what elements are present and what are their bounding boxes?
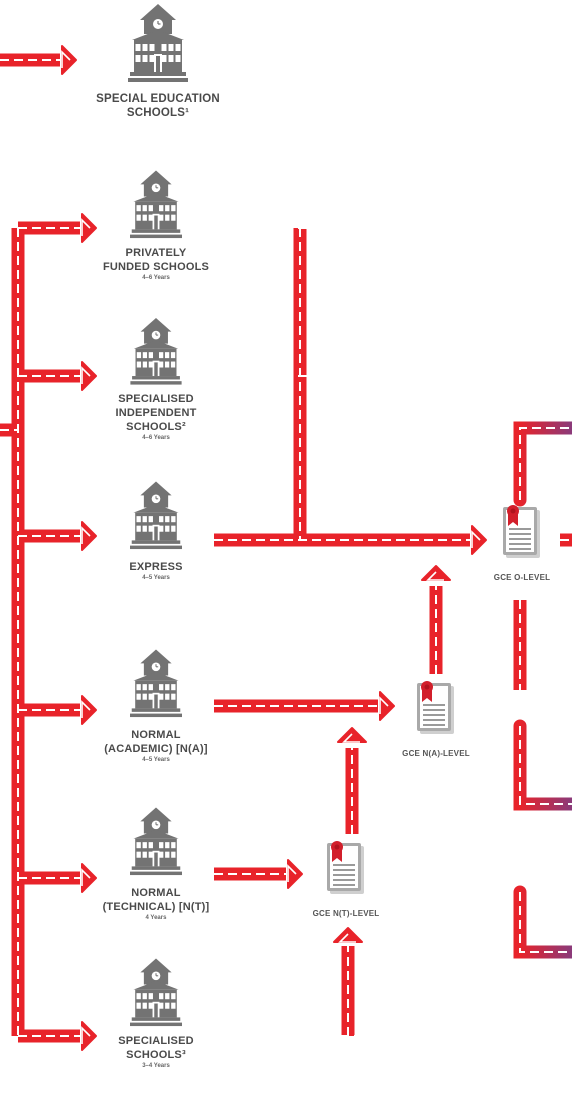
- road-segment: [513, 421, 572, 507]
- node-normal-technical: NORMAL (TECHNICAL) [N(T)] 4 Years: [100, 804, 212, 922]
- duration-label: 4–6 Years: [142, 275, 170, 281]
- arrow-outline: [81, 1026, 91, 1044]
- duration-label: 4 Years: [145, 915, 167, 921]
- duration-label: 4–5 Years: [142, 575, 170, 581]
- certificate-icon: [414, 678, 458, 745]
- school-icon: [128, 4, 188, 86]
- certificate-label: GCE O-LEVEL: [493, 573, 551, 582]
- road-dash: [519, 892, 572, 953]
- node-gce-nt-level: GCE N(T)-LEVEL: [300, 838, 392, 918]
- label-line: (TECHNICAL) [N(T)]: [102, 901, 210, 913]
- school-icon: [130, 170, 182, 242]
- label-line: (ACADEMIC) [N(A)]: [104, 743, 208, 755]
- arrow-outline: [338, 933, 356, 943]
- arrow-outline: [379, 696, 389, 714]
- arrow-outline: [81, 868, 91, 886]
- certificate-label: GCE N(A)-LEVEL: [402, 749, 470, 758]
- label-line: INDEPENDENT: [115, 407, 197, 419]
- node-specialised-independent-schools: SPECIALISED INDEPENDENT SCHOOLS² 4–6 Yea…: [100, 318, 212, 442]
- arrow-outline: [81, 366, 91, 384]
- node-privately-funded-schools: PRIVATELY FUNDED SCHOOLS 4–6 Years: [100, 170, 212, 282]
- label-line: SCHOOLS³: [126, 1049, 186, 1061]
- road-dash: [519, 726, 572, 805]
- duration-label: 3–4 Years: [142, 1063, 170, 1069]
- arrow-outline: [81, 700, 91, 718]
- label-line: FUNDED SCHOOLS: [102, 261, 210, 273]
- label-line: NORMAL: [131, 729, 181, 741]
- node-gce-o-level: GCE O-LEVEL: [482, 502, 562, 582]
- arrow-outline: [61, 50, 71, 68]
- road-segment: [513, 719, 572, 811]
- label-line: SCHOOLS¹: [126, 107, 190, 119]
- duration-label: 4–5 Years: [142, 757, 170, 763]
- arrow-outline: [342, 733, 360, 743]
- arrow-outline: [287, 864, 297, 882]
- label-line: SPECIALISED: [118, 1035, 194, 1047]
- label-line: EXPRESS: [129, 561, 183, 573]
- label-line: SCHOOLS²: [126, 421, 186, 433]
- arrow-outline: [426, 571, 444, 581]
- label-line: NORMAL: [131, 887, 181, 899]
- label-line: SPECIAL EDUCATION: [96, 93, 220, 105]
- certificate-icon: [324, 838, 368, 905]
- certificate-icon: [500, 502, 544, 569]
- label-line: PRIVATELY: [125, 247, 187, 259]
- road-segment: [513, 885, 572, 959]
- node-specialised-schools: SPECIALISED SCHOOLS³ 3–4 Years: [100, 958, 212, 1070]
- arrow-outline: [471, 530, 481, 548]
- arrow-outline: [81, 218, 91, 236]
- dash-layer: [0, 59, 572, 1037]
- school-icon: [130, 478, 182, 556]
- road-dash: [519, 427, 572, 500]
- school-icon: [130, 318, 182, 388]
- node-express: EXPRESS 4–5 Years: [100, 478, 212, 582]
- school-icon: [130, 646, 182, 724]
- arrow-outline: [81, 526, 91, 544]
- node-normal-academic: NORMAL (ACADEMIC) [N(A)] 4–5 Years: [100, 646, 212, 764]
- duration-label: 4–6 Years: [142, 435, 170, 441]
- label-line: SPECIALISED: [118, 393, 194, 405]
- node-gce-na-level: GCE N(A)-LEVEL: [388, 678, 484, 758]
- node-special-education-schools: SPECIAL EDUCATION SCHOOLS¹: [80, 4, 236, 120]
- school-icon: [130, 804, 182, 882]
- arrow-layer: [61, 45, 487, 1051]
- certificate-label: GCE N(T)-LEVEL: [312, 909, 380, 918]
- school-icon: [130, 958, 182, 1030]
